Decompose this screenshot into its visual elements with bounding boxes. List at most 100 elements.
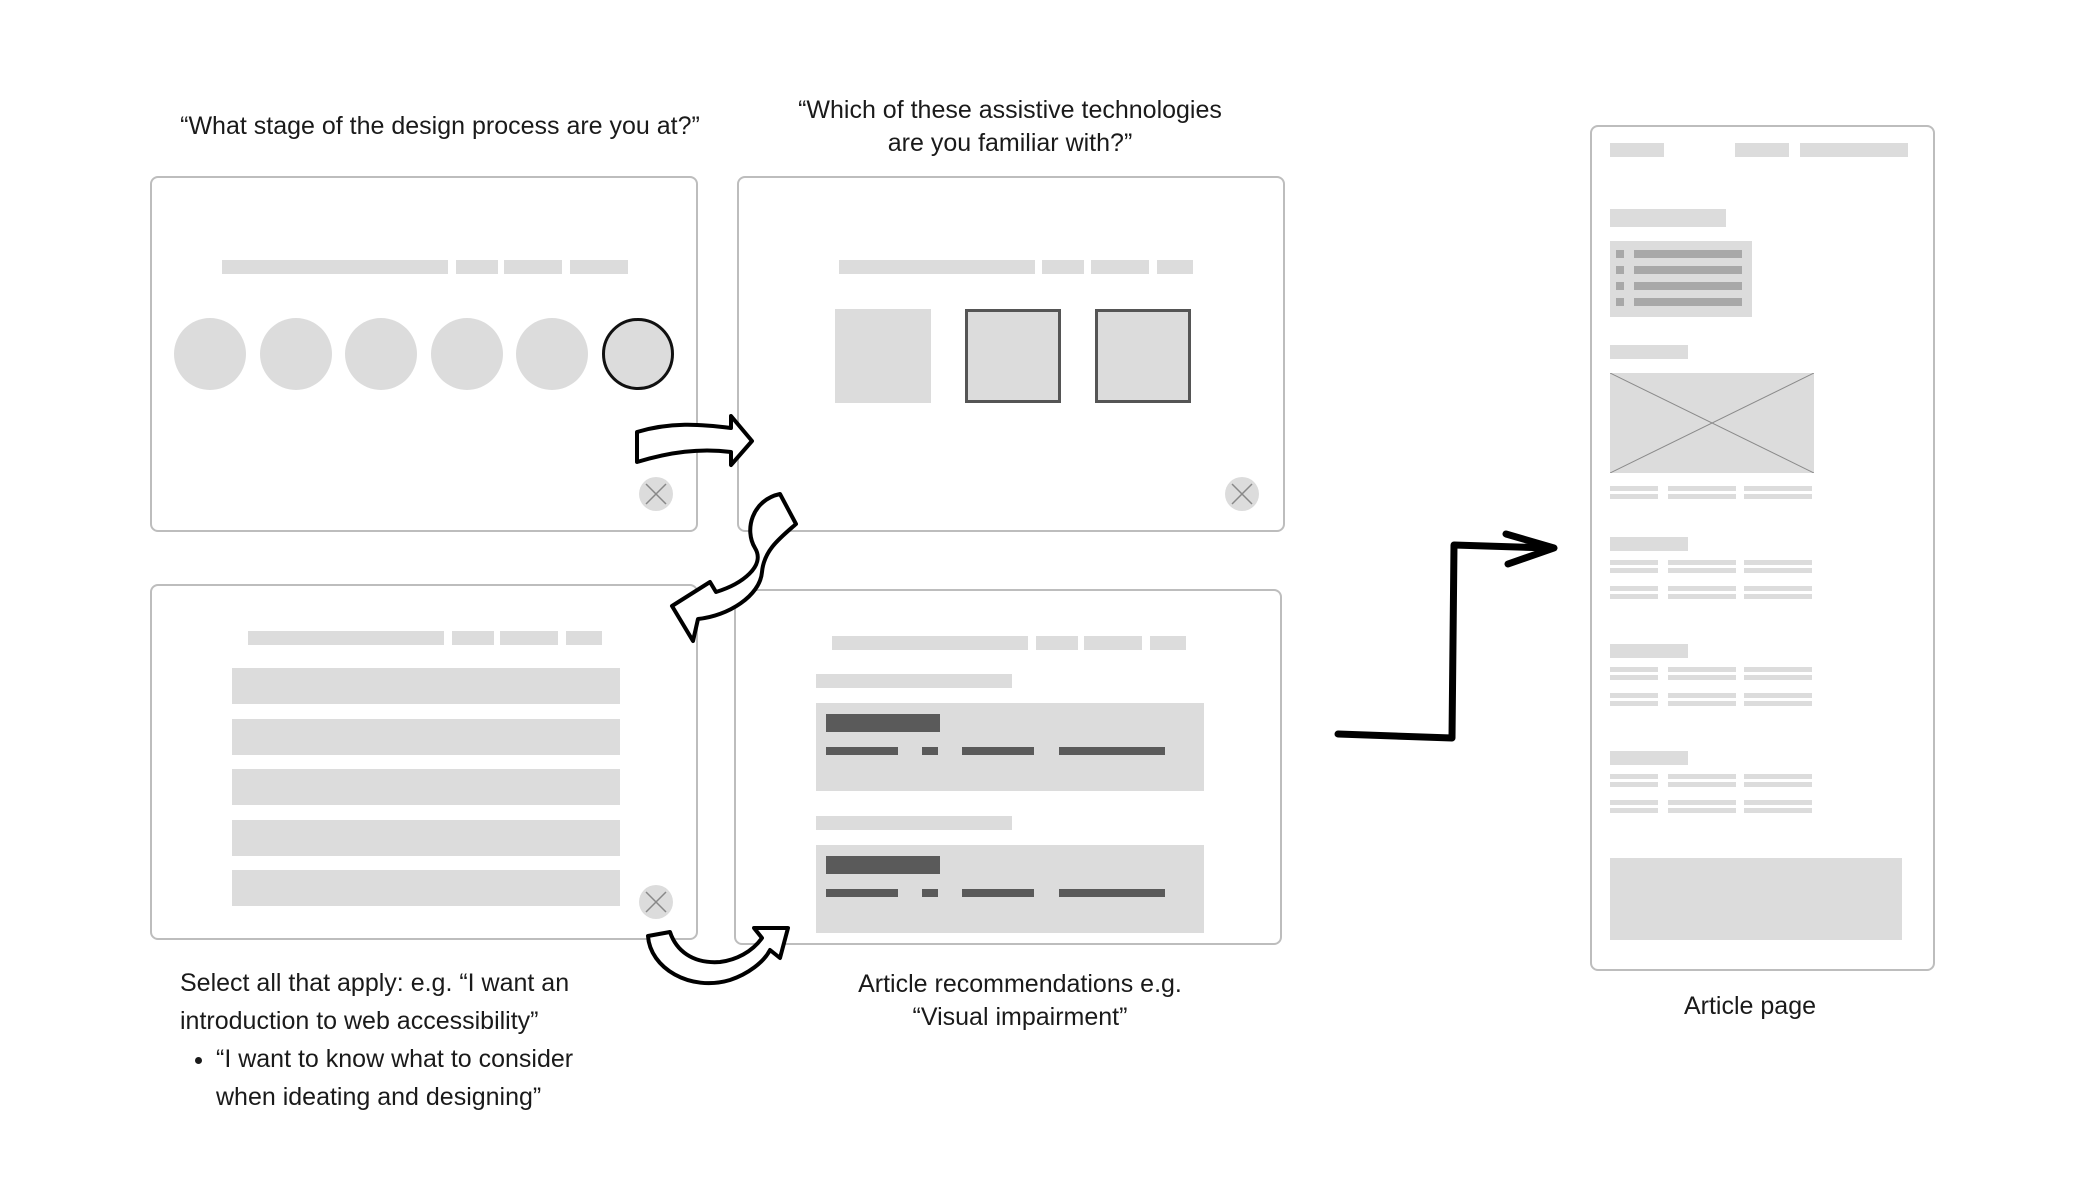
text-line-placeholder (1744, 774, 1812, 779)
arrow-icon (1334, 541, 1554, 742)
text-line-placeholder (1668, 774, 1736, 779)
heading-placeholder (1042, 260, 1084, 274)
select-option[interactable] (232, 820, 620, 856)
heading-placeholder (570, 260, 628, 274)
select-option[interactable] (232, 668, 620, 704)
stage-option[interactable] (345, 318, 417, 390)
heading-placeholder (1150, 636, 1186, 650)
toc-line (1634, 298, 1742, 306)
heading-placeholder (1157, 260, 1193, 274)
text-line-placeholder (1744, 808, 1812, 813)
select-note-list: “I want to know what to consider when id… (180, 1040, 610, 1116)
text-line-placeholder (1668, 800, 1736, 805)
arrow-icon (670, 492, 798, 643)
stage-screen (150, 176, 698, 532)
toc-line (1634, 250, 1742, 258)
nav-link-placeholder (1800, 143, 1908, 157)
section-heading-placeholder (1610, 537, 1688, 551)
text-line-placeholder (1610, 675, 1658, 680)
heading-placeholder (456, 260, 498, 274)
text-line-placeholder (1744, 594, 1812, 599)
table-of-contents (1610, 241, 1752, 317)
recommendation-label (816, 816, 1012, 830)
text-line-placeholder (1610, 568, 1658, 573)
select-note-intro: Select all that apply: e.g. “I want an i… (180, 969, 570, 1035)
assistive-question: “Which of these assistive technologies a… (798, 96, 1222, 157)
text-line-placeholder (1744, 782, 1812, 787)
text-line-placeholder (1668, 486, 1736, 491)
close-icon[interactable] (638, 476, 674, 512)
stage-option-selected[interactable] (602, 318, 674, 390)
text-line-placeholder (1744, 568, 1812, 573)
text-line-placeholder (1668, 586, 1736, 591)
heading-placeholder (452, 631, 494, 645)
text-line-placeholder (1668, 568, 1736, 573)
text-line-placeholder (1744, 494, 1812, 499)
text-line-placeholder (1610, 701, 1658, 706)
text-line-placeholder (1744, 800, 1812, 805)
tech-option-selected[interactable] (965, 309, 1061, 403)
toc-bullet (1616, 282, 1624, 290)
card-meta (1059, 889, 1165, 897)
stage-question: “What stage of the design process are yo… (180, 112, 700, 140)
card-meta (922, 889, 938, 897)
stage-option[interactable] (431, 318, 503, 390)
card-title (826, 856, 940, 874)
text-line-placeholder (1744, 560, 1812, 565)
heading-placeholder (1036, 636, 1078, 650)
text-line-placeholder (1610, 800, 1658, 805)
article-title-placeholder (1610, 209, 1726, 227)
tech-option-selected[interactable] (1095, 309, 1191, 403)
recommendations-caption: Article recommendations e.g. “Visual imp… (858, 970, 1182, 1031)
text-line-placeholder (1610, 594, 1658, 599)
recommendations-screen (734, 589, 1282, 945)
section-heading-placeholder (1610, 644, 1688, 658)
text-line-placeholder (1668, 808, 1736, 813)
heading-placeholder (1084, 636, 1142, 650)
article-screen (1590, 125, 1935, 971)
text-line-placeholder (1668, 560, 1736, 565)
text-line-placeholder (1668, 494, 1736, 499)
toc-bullet (1616, 298, 1624, 306)
toc-line (1634, 266, 1742, 274)
heading-placeholder (248, 631, 444, 645)
card-meta (826, 889, 898, 897)
select-note-bullet: “I want to know what to consider when id… (216, 1040, 610, 1116)
card-meta (1059, 747, 1165, 755)
text-line-placeholder (1668, 782, 1736, 787)
text-line-placeholder (1610, 782, 1658, 787)
text-line-placeholder (1610, 560, 1658, 565)
text-line-placeholder (1668, 667, 1736, 672)
card-meta (826, 747, 898, 755)
heading-placeholder (832, 636, 1028, 650)
text-line-placeholder (1610, 586, 1658, 591)
close-icon[interactable] (1224, 476, 1260, 512)
heading-placeholder (1091, 260, 1149, 274)
stage-option[interactable] (260, 318, 332, 390)
toc-line (1634, 282, 1742, 290)
stage-option[interactable] (174, 318, 246, 390)
tech-option[interactable] (835, 309, 931, 403)
article-caption: Article page (1683, 992, 1817, 1020)
select-option[interactable] (232, 769, 620, 805)
close-icon[interactable] (638, 884, 674, 920)
text-line-placeholder (1744, 667, 1812, 672)
recommendation-card[interactable] (816, 845, 1204, 933)
nav-link-placeholder (1735, 143, 1789, 157)
heading-placeholder (222, 260, 448, 274)
stage-option[interactable] (516, 318, 588, 390)
card-title (826, 714, 940, 732)
select-option[interactable] (232, 719, 620, 755)
arrow-icon (1502, 530, 1558, 568)
text-line-placeholder (1744, 675, 1812, 680)
text-line-placeholder (1668, 701, 1736, 706)
nav-logo-placeholder (1610, 143, 1664, 157)
select-option[interactable] (232, 870, 620, 906)
section-heading-placeholder (1610, 751, 1688, 765)
recommendation-card[interactable] (816, 703, 1204, 791)
text-line-placeholder (1744, 486, 1812, 491)
text-line-placeholder (1610, 808, 1658, 813)
text-line-placeholder (1744, 693, 1812, 698)
text-line-placeholder (1668, 693, 1736, 698)
